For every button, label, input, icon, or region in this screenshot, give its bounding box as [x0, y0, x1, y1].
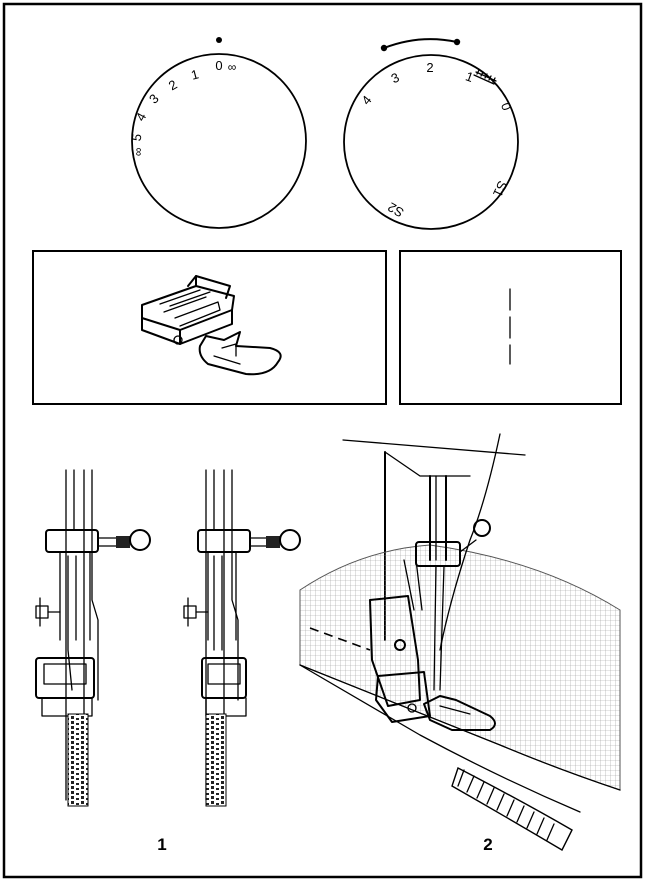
stitch-length-dial-ring	[131, 53, 307, 229]
width-marking-2: 2	[426, 60, 433, 75]
length-marking-inf: ∞	[228, 60, 237, 74]
width-range-ticks	[476, 69, 496, 83]
stitch-width-dial-ring	[343, 54, 519, 230]
length-marking-0: 0	[215, 58, 222, 73]
figure-2-piping	[299, 433, 621, 851]
width-marking-0: 0	[498, 100, 515, 112]
stitch-length-dial: 0 ∞ 1 2 3 4 5 ∞	[129, 37, 307, 229]
zipper-foot-drawing	[141, 275, 282, 376]
width-marking-s1: S1	[490, 179, 510, 200]
width-marking-1: 1	[464, 68, 476, 85]
figure-1-left-zipper	[35, 469, 151, 807]
length-marking-5: 5	[129, 133, 145, 142]
width-marking-s2: S2	[385, 199, 406, 220]
stitch-width-dial: 4 3 2 1 0 S1 S2	[343, 38, 519, 230]
range-end-dot	[453, 38, 461, 46]
indicator-dot	[216, 37, 222, 43]
width-range-arc	[383, 38, 458, 49]
length-marking-1: 1	[189, 66, 200, 82]
figure-1-right-zipper	[183, 469, 301, 807]
length-marking-inf-2: ∞	[131, 147, 145, 156]
figure-label-1: 1	[157, 835, 166, 854]
figure-label-2: 2	[483, 835, 492, 854]
range-start-dot	[380, 44, 388, 52]
zipper-foot-box	[32, 250, 387, 405]
